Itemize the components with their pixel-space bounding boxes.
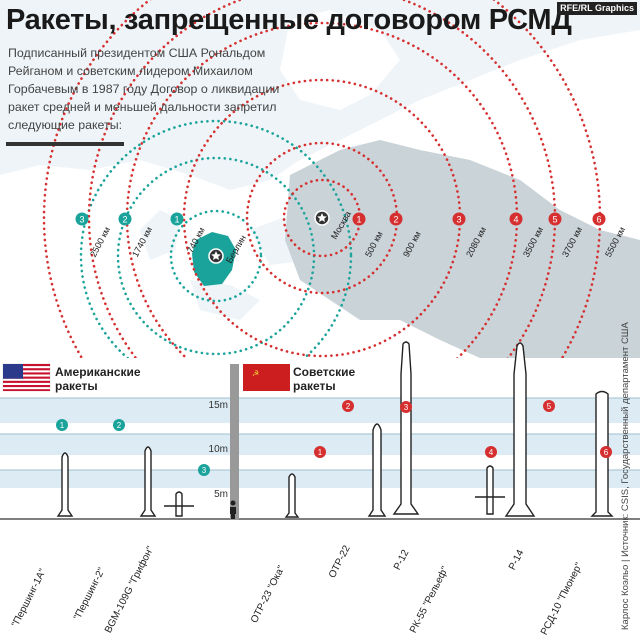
brand-badge: RFE/RL Graphics — [557, 2, 637, 15]
ussr-range-badge-1: 1 — [356, 215, 361, 225]
us-range-badge-1: 1 — [174, 215, 179, 225]
intro-underline — [6, 142, 124, 146]
svg-text:6: 6 — [604, 448, 609, 457]
height-scale — [0, 364, 640, 520]
intro-text: Подписанный президентом США Рональдом Ре… — [8, 46, 280, 132]
ussr-range-badge-2: 2 — [393, 215, 398, 225]
ussr-range-badge-5: 5 — [552, 215, 557, 225]
person-icon — [230, 500, 236, 519]
missile-number-badges: 1 2 3 1 2 3 4 5 6 — [56, 400, 612, 476]
scale-label-10m: 10m — [208, 444, 228, 455]
svg-text:3: 3 — [404, 403, 409, 412]
us-range-badge-2: 2 — [122, 215, 127, 225]
svg-text:3: 3 — [202, 466, 207, 475]
svg-text:2: 2 — [346, 402, 351, 411]
scale-label-15m: 15m — [208, 400, 228, 411]
ussr-range-badge-4: 4 — [513, 215, 518, 225]
us-group-label: Американские ракеты — [55, 365, 141, 393]
svg-text:4: 4 — [489, 448, 494, 457]
svg-text:5: 5 — [547, 402, 552, 411]
ussr-range-badge-6: 6 — [596, 215, 601, 225]
svg-text:1: 1 — [318, 448, 323, 457]
ussr-flag: ☭ — [243, 364, 290, 391]
scale-label-5m: 5m — [214, 489, 228, 500]
ussr-group-label: Советские ракеты — [293, 365, 356, 393]
svg-text:☭: ☭ — [252, 369, 259, 378]
page-title: Ракеты, запрещенные договором РСМД — [6, 4, 572, 36]
ussr-range-badge-3: 3 — [456, 215, 461, 225]
svg-text:1: 1 — [60, 421, 65, 430]
us-range-badge-3: 3 — [79, 215, 84, 225]
source-credit: Карлос Коэльо | Источник: CSIS, Государс… — [620, 322, 631, 630]
svg-text:2: 2 — [117, 421, 122, 430]
europe-map: 1 2 3 1 2 3 4 5 6 — [0, 0, 640, 358]
us-flag — [2, 363, 51, 392]
